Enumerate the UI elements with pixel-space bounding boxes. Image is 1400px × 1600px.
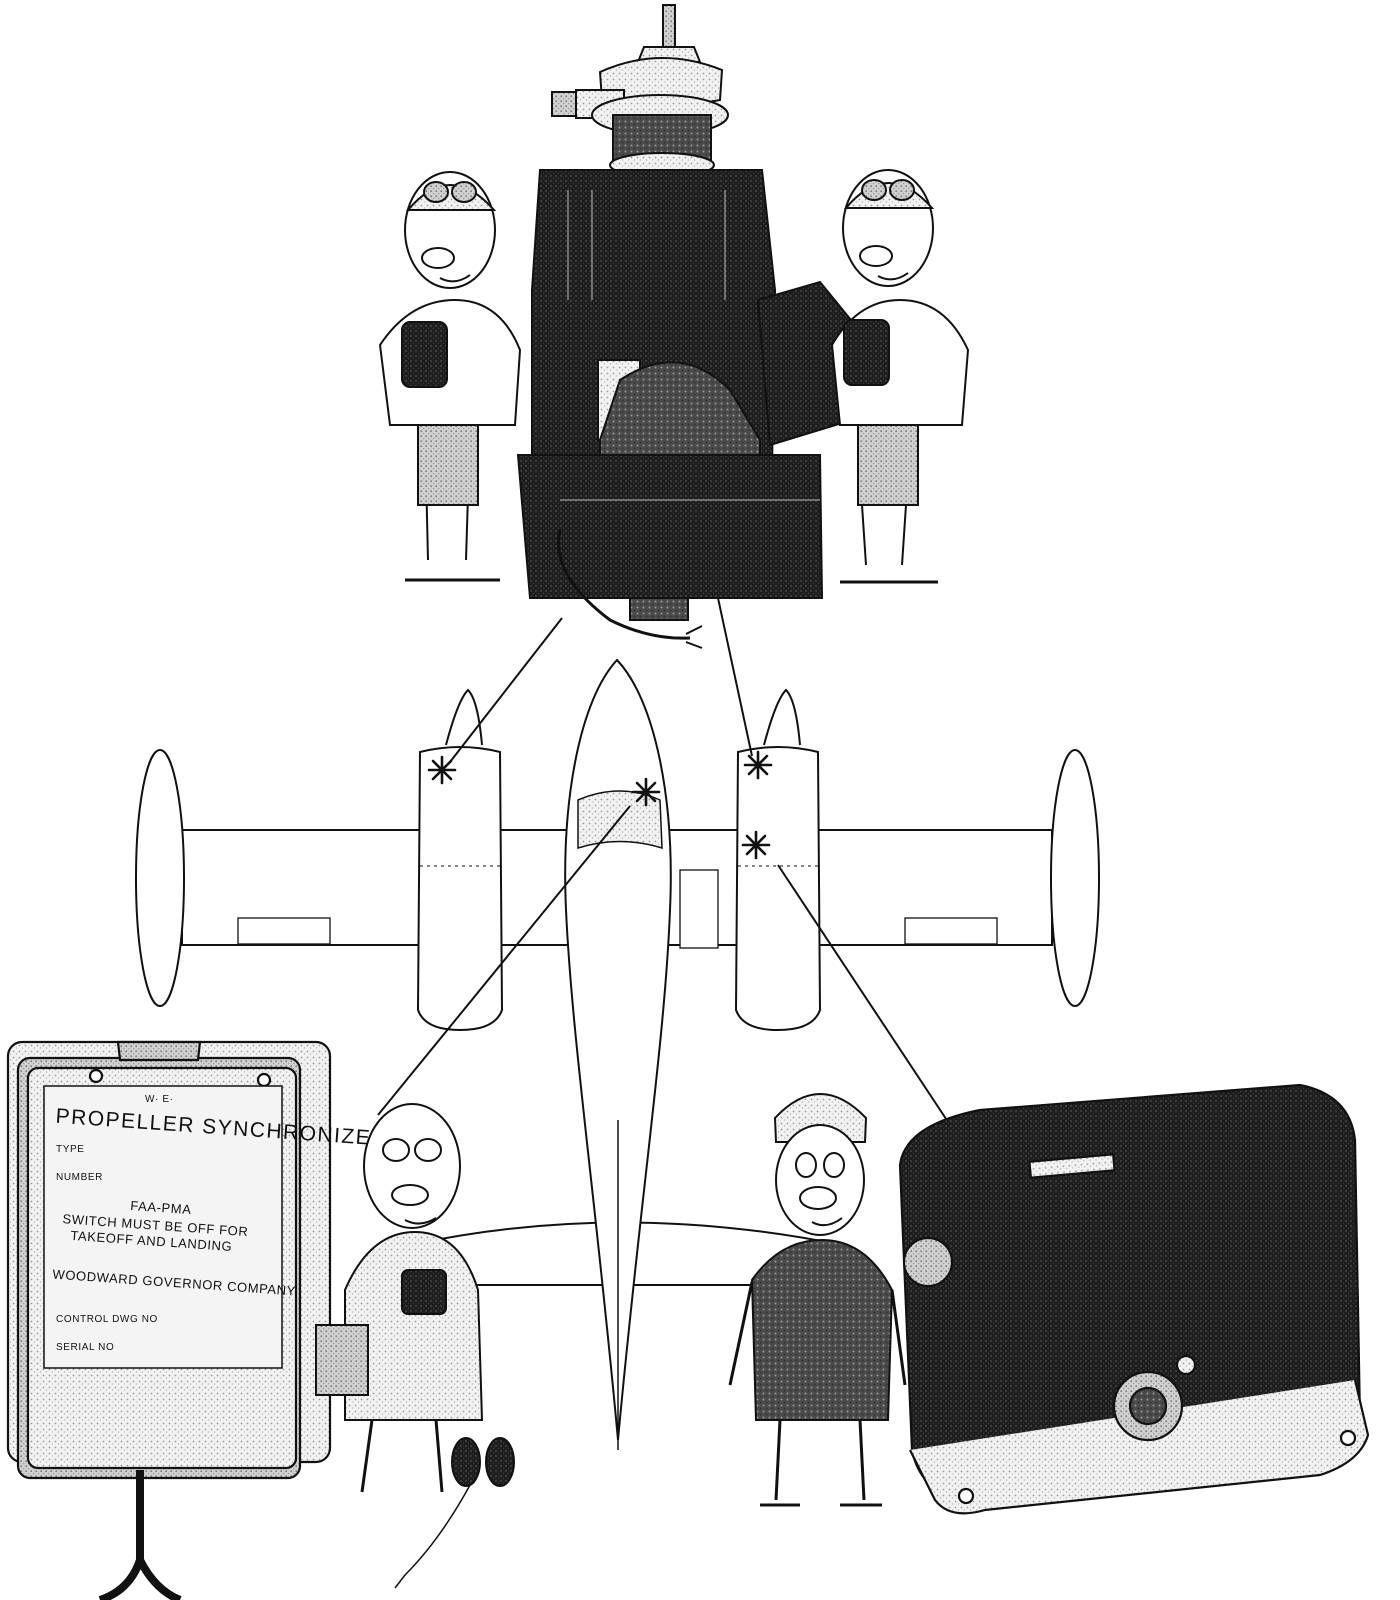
actuator-unit xyxy=(900,1085,1368,1513)
asterisk-icon xyxy=(743,832,769,858)
pilot-character-right xyxy=(832,170,968,582)
leader-line-governor-right xyxy=(718,598,752,756)
left-wingtip-tank xyxy=(136,750,184,1006)
right-spinner xyxy=(764,690,800,745)
propeller-governor xyxy=(518,5,855,648)
plate-serial-label: SERIAL NO xyxy=(56,1342,114,1353)
left-spinner xyxy=(446,690,482,745)
right-flap xyxy=(905,918,997,944)
plate-type-label: TYPE xyxy=(56,1144,85,1155)
pilot-character-left xyxy=(380,172,520,580)
left-flap xyxy=(238,918,330,944)
right-engine-nacelle xyxy=(736,747,820,1030)
propeller-synchronizer-unit: W· E· PROPELLER SYNCHRONIZER TYPE NUMBER… xyxy=(8,1042,389,1600)
right-inner-flap xyxy=(680,870,718,948)
plate-number-label: NUMBER xyxy=(56,1172,103,1183)
plate-control-drawing-label: CONTROL DWG NO xyxy=(56,1314,158,1325)
left-engine-nacelle xyxy=(418,747,502,1030)
mechanic-character xyxy=(730,1094,905,1505)
right-wingtip-tank xyxy=(1051,750,1099,1006)
plate-header: W· E· xyxy=(145,1094,174,1105)
engineer-character xyxy=(316,1104,514,1588)
asterisk-icon xyxy=(633,779,659,805)
asterisk-icon xyxy=(745,752,771,778)
